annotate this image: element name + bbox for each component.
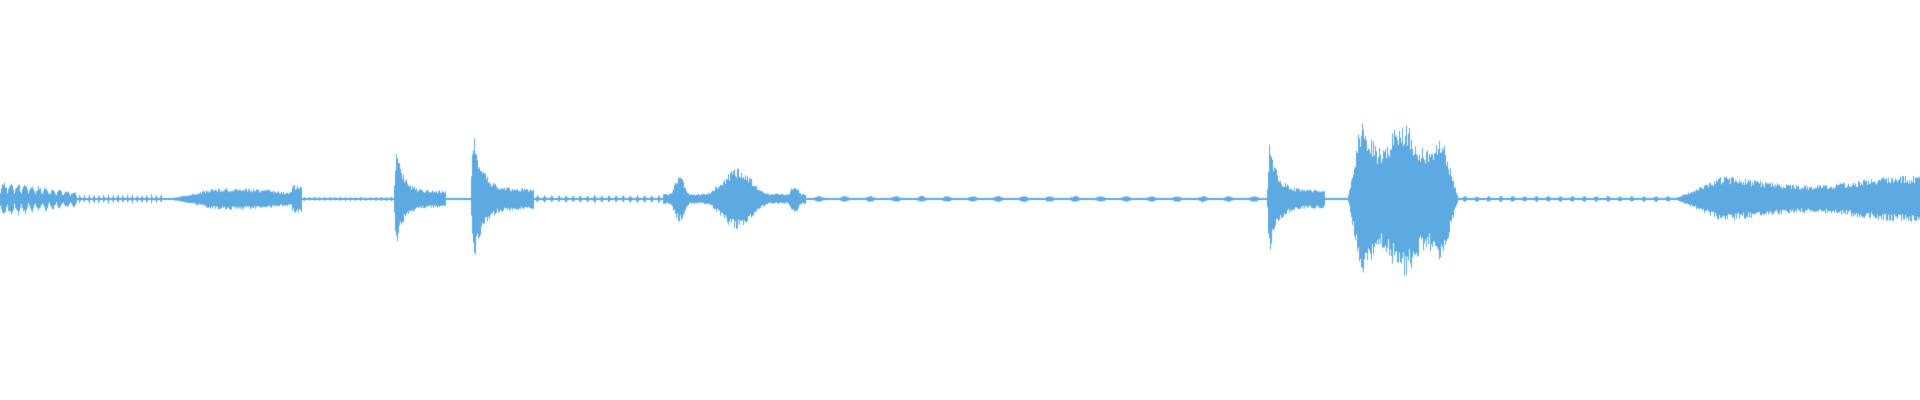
waveform-view[interactable] (0, 0, 1920, 400)
audio-waveform[interactable] (0, 0, 1920, 400)
